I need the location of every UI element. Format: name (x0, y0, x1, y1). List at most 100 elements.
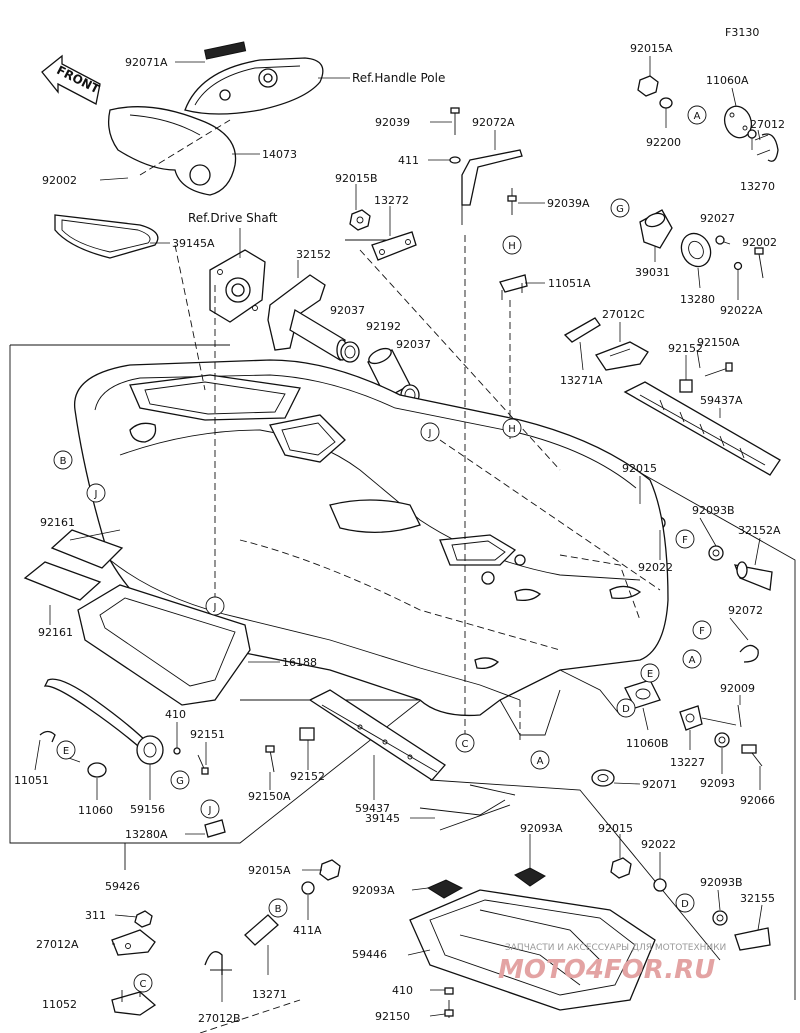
washer-92093B-right (708, 545, 724, 561)
label-92093A-right: 92093A (520, 822, 563, 835)
callout-E-hull: E (640, 663, 660, 683)
label-92161-lower: 92161 (38, 626, 73, 639)
watermark-site: MOTO4FOR.RU (498, 955, 715, 985)
svg-text:J: J (94, 489, 98, 500)
drive-shaft-flange (209, 249, 266, 323)
label-59156: 59156 (130, 803, 165, 816)
label-92093B-bottom: 92093B (700, 876, 743, 889)
label-13270: 13270 (740, 180, 775, 193)
callout-C-lower: C (133, 973, 153, 993)
callout-G-left: G (170, 770, 190, 790)
label-13227: 13227 (670, 756, 705, 769)
u-bolt-27012B (204, 951, 232, 975)
label-59437A: 59437A (700, 394, 743, 407)
label-92015B: 92015B (335, 172, 378, 185)
label-92039A: 92039A (547, 197, 590, 210)
callout-J-deck-left: J (86, 483, 106, 503)
label-92015-right: 92015 (622, 462, 657, 475)
belt-39145A (54, 214, 159, 259)
tray-16188 (77, 584, 251, 706)
label-92150A-lower: 92150A (248, 790, 291, 803)
clamp-92072 (739, 644, 759, 663)
label-92002-left: 92002 (42, 174, 77, 187)
washer-92200 (659, 97, 673, 109)
plate-13280A (204, 819, 226, 838)
svg-text:E: E (647, 669, 653, 680)
svg-text:B: B (60, 456, 67, 467)
callout-J-lower: J (200, 799, 220, 819)
svg-text:H: H (508, 424, 516, 435)
label-92015A-top: 92015A (630, 42, 673, 55)
callout-A-hull: A (682, 649, 702, 669)
label-92002-right: 92002 (742, 236, 777, 249)
svg-text:J: J (208, 805, 212, 816)
nut-92015B (349, 209, 371, 231)
clip-11051 (39, 730, 56, 743)
label-11060B: 11060B (626, 737, 669, 750)
label-92072A: 92072A (472, 116, 515, 129)
fitting-59156 (136, 735, 164, 765)
label-92200: 92200 (646, 136, 681, 149)
washer-92093-right (714, 732, 730, 748)
svg-text:C: C (140, 979, 147, 990)
part-13271A (563, 317, 601, 343)
plate-11060A (723, 105, 753, 139)
svg-text:G: G (616, 204, 624, 215)
pad-92161-upper (50, 529, 124, 569)
callout-D-hull: D (616, 698, 636, 718)
label-27012A: 27012A (36, 938, 79, 951)
label-59426: 59426 (105, 880, 140, 893)
bolt-92039 (450, 107, 460, 135)
label-92093: 92093 (700, 777, 735, 790)
pad-92093A-right (514, 867, 546, 887)
part-14073 (107, 106, 237, 196)
label-32152A: 32152A (738, 524, 781, 537)
label-13280: 13280 (680, 293, 715, 306)
nut-92015A-top (637, 75, 659, 97)
svg-text:J: J (428, 428, 432, 439)
label-27012B: 27012B (198, 1012, 241, 1025)
callout-G-top: G (610, 198, 630, 218)
strap-13272 (371, 231, 417, 261)
strap-39145 (419, 784, 516, 831)
label-11052: 11052 (42, 998, 77, 1011)
callout-J-middle: J (205, 596, 225, 616)
hose-left (43, 678, 151, 753)
svg-text:A: A (537, 756, 544, 767)
callout-A-bottom: A (530, 750, 550, 770)
bracket-92072A (461, 149, 523, 225)
label-92151: 92151 (190, 728, 225, 741)
spacer-92152-top (679, 379, 693, 393)
nut-311 (134, 910, 153, 928)
svg-text:D: D (622, 704, 630, 715)
label-13271: 13271 (252, 988, 287, 1001)
assembly-frame (9, 239, 796, 1033)
label-13271A: 13271A (560, 374, 603, 387)
label-39145A: 39145A (172, 237, 215, 250)
label-92072: 92072 (728, 604, 763, 617)
label-11060: 11060 (78, 804, 113, 817)
label-92037-a: 92037 (330, 304, 365, 317)
label-14073: 14073 (262, 148, 297, 161)
reference-lines (174, 235, 661, 740)
grommet-92071 (591, 769, 615, 787)
bracket-27012A (111, 929, 156, 956)
ring-11060 (87, 762, 107, 778)
label-39145: 39145 (365, 812, 400, 825)
label-32152: 32152 (296, 248, 331, 261)
svg-text:F: F (699, 626, 705, 637)
callout-B-left: B (53, 450, 73, 470)
u-bolt-27012 (754, 133, 779, 162)
label-92039: 92039 (375, 116, 410, 129)
label-92015A-lower: 92015A (248, 864, 291, 877)
label-92015-bottom: 92015 (598, 822, 633, 835)
bolt-92009 (737, 704, 742, 728)
label-59437: 59437 (355, 802, 390, 815)
svg-text:E: E (63, 746, 69, 757)
bolt-92039A (507, 188, 517, 215)
svg-text:A: A (689, 655, 696, 666)
watermark-line: ЗАПЧАСТИ И АКСЕССУАРЫ ДЛЯ МОТОТЕХНИКИ (505, 943, 726, 953)
label-59446: 59446 (352, 948, 387, 961)
svg-text:F: F (682, 535, 688, 546)
